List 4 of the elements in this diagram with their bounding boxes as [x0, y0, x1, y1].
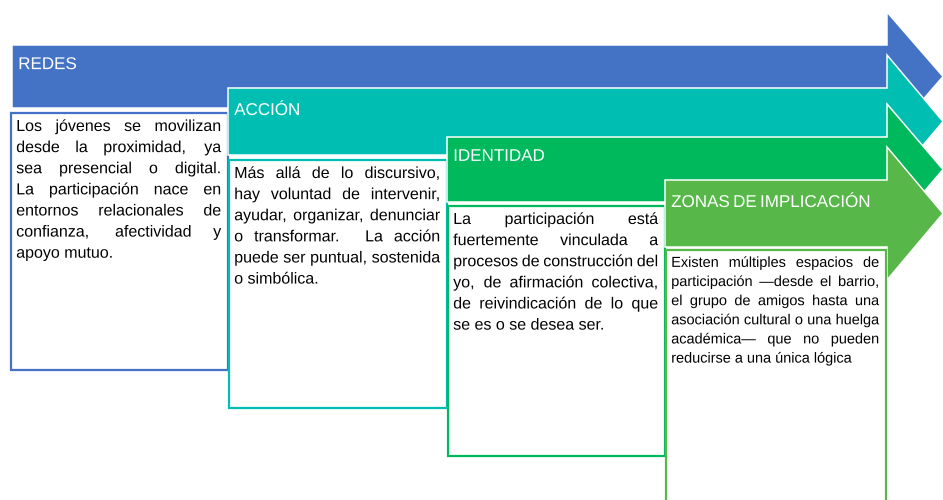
- text-box: La participación está fuertemente vinculada a procesos de construcción del yo, de afirmación colectiva, de reivindicación de lo que se es o se desea ser.: [446, 204, 666, 458]
- text-box: Más allá de lo discursivo, hay voluntad de intervenir, ayudar, organizar, denunciar o transformar. La acción puede ser puntual, sostenida o simbólica.: [228, 158, 448, 410]
- text-box: Los jóvenes se movilizan desde la proximidad, ya sea presencial o digital. La participación nace en entornos relacionales de confianza, afectividad y apoyo mutuo.: [10, 112, 230, 372]
- text-box: Existen múltiples espacios de participación —desde el barrio, el grupo de amigos hasta una asociación cultural o una huelga académica— que no pueden reducirse a una única lógica: [664, 248, 888, 500]
